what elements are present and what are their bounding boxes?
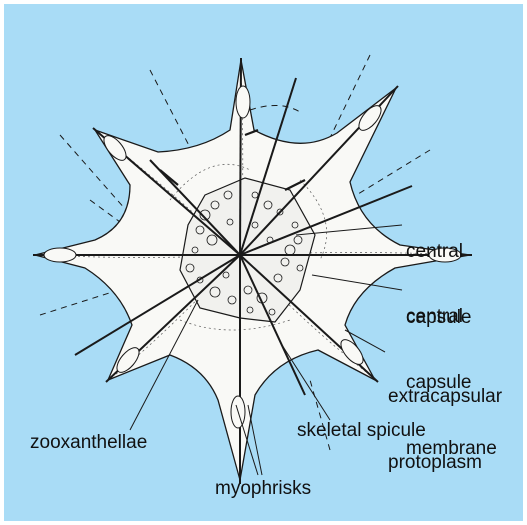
label-zooxanthellae: zooxanthellae <box>30 432 147 454</box>
label-myophrisks: myophrisks <box>215 478 311 500</box>
label-membrane-line1: central <box>406 306 497 328</box>
label-skeletal-spicule: skeletal spicule <box>297 420 426 442</box>
label-extracapsular-line2: protoplasm <box>388 452 502 474</box>
label-extracapsular-line1: extracapsular <box>388 386 502 408</box>
label-central-capsule-line1: central <box>406 241 472 263</box>
